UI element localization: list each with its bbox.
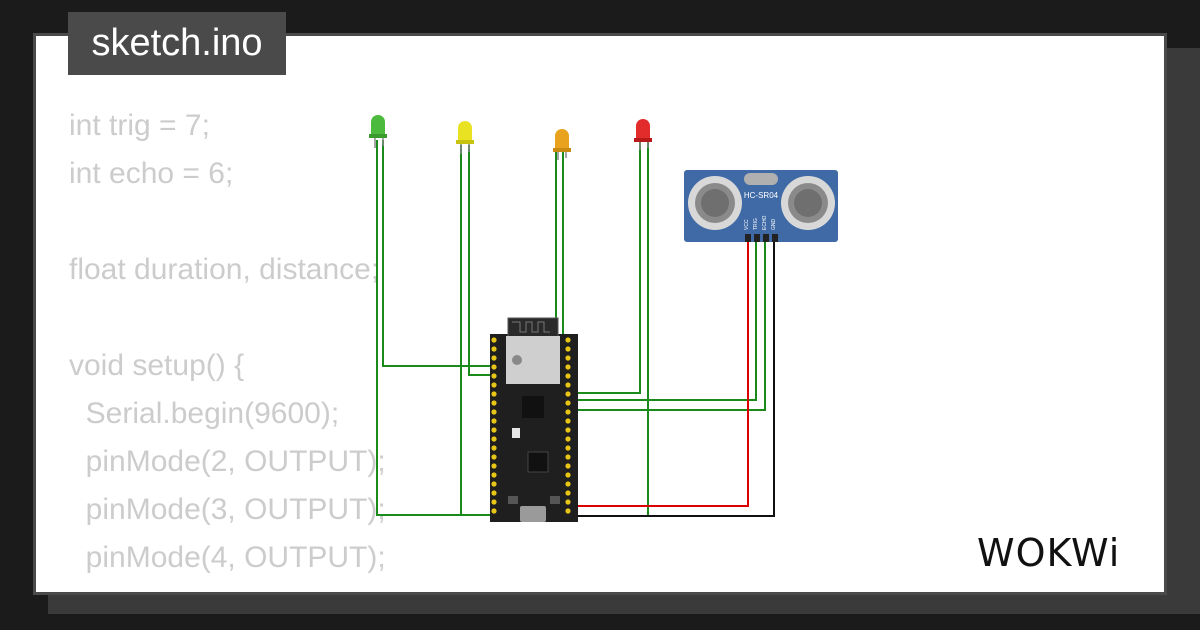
led-yellow[interactable] [456,121,474,154]
header-pin[interactable] [491,472,497,478]
header-pin[interactable] [565,445,571,451]
header-pin[interactable] [565,373,571,379]
header-pin[interactable] [565,436,571,442]
wire-sensor-gnd [510,240,775,517]
header-pin[interactable] [565,409,571,415]
led-red[interactable] [634,119,652,150]
esp32-board[interactable] [490,317,578,522]
header-pin[interactable] [491,490,497,496]
header-pin[interactable] [491,373,497,379]
sensor-pin-echo: ECHO [762,215,768,230]
header-pin[interactable] [491,445,497,451]
code-line: void setup() { [69,349,245,382]
code-line: pinMode(3, OUTPUT); [69,493,386,526]
code-preview: int trig = 7; int echo = 6; float durati… [69,102,386,592]
header-pin[interactable] [565,490,571,496]
ultrasonic-sensor[interactable]: HC-SR04 VCC TRIG ECHO GND [684,170,838,242]
header-pin[interactable] [491,463,497,469]
header-pin[interactable] [491,382,497,388]
header-pin[interactable] [491,454,497,460]
wire-sensor-trig [498,240,757,401]
wire-led-green [376,140,498,516]
sensor-pin-trig: TRIG [753,218,759,230]
header-pin[interactable] [565,346,571,352]
wire-led-red [570,140,649,516]
code-line: int echo = 6; [69,157,234,190]
sensor-pin-vcc: VCC [744,219,750,230]
header-pin[interactable] [491,436,497,442]
header-pin[interactable] [565,355,571,361]
header-pin[interactable] [565,391,571,397]
file-tab[interactable]: sketch.ino [68,12,286,75]
wokwi-logo: WOKWi [977,531,1120,575]
header-pin[interactable] [491,400,497,406]
header-pin[interactable] [491,346,497,352]
header-pin[interactable] [491,364,497,370]
wire-sensor-vcc [498,240,749,507]
header-pin[interactable] [565,364,571,370]
header-pin[interactable] [491,481,497,487]
header-pin[interactable] [491,427,497,433]
header-pin[interactable] [565,382,571,388]
header-pin[interactable] [565,463,571,469]
header-pin[interactable] [491,337,497,343]
led-green[interactable] [369,115,387,148]
header-pin[interactable] [491,409,497,415]
code-line: pinMode(4, OUTPUT); [69,541,386,574]
header-pins [491,337,571,514]
wire-led-yellow [460,145,498,516]
svg-text:WOKWi: WOKWi [977,531,1120,575]
code-line: pinMode(5, OUTPUT); [69,589,386,592]
header-pin[interactable] [491,355,497,361]
code-line: int trig = 7; [69,109,210,142]
header-pin[interactable] [491,418,497,424]
led-orange[interactable] [553,129,571,160]
header-pin[interactable] [565,400,571,406]
wire-sensor-echo [498,240,766,411]
code-line: Serial.begin(9600); [69,397,340,430]
code-line: float duration, distance; [69,253,380,286]
code-line: pinMode(2, OUTPUT); [69,445,386,478]
header-pin[interactable] [491,508,497,514]
header-pin[interactable] [565,337,571,343]
header-pin[interactable] [491,391,497,397]
sensor-label: HC-SR04 [744,191,779,200]
sensor-pin-gnd: GND [771,219,777,231]
header-pin[interactable] [491,499,497,505]
preview-card: int trig = 7; int echo = 6; float durati… [33,33,1167,595]
header-pin[interactable] [565,418,571,424]
header-pin[interactable] [565,454,571,460]
header-pin[interactable] [565,499,571,505]
header-pin[interactable] [565,427,571,433]
header-pin[interactable] [565,481,571,487]
header-pin[interactable] [565,508,571,514]
header-pin[interactable] [565,472,571,478]
